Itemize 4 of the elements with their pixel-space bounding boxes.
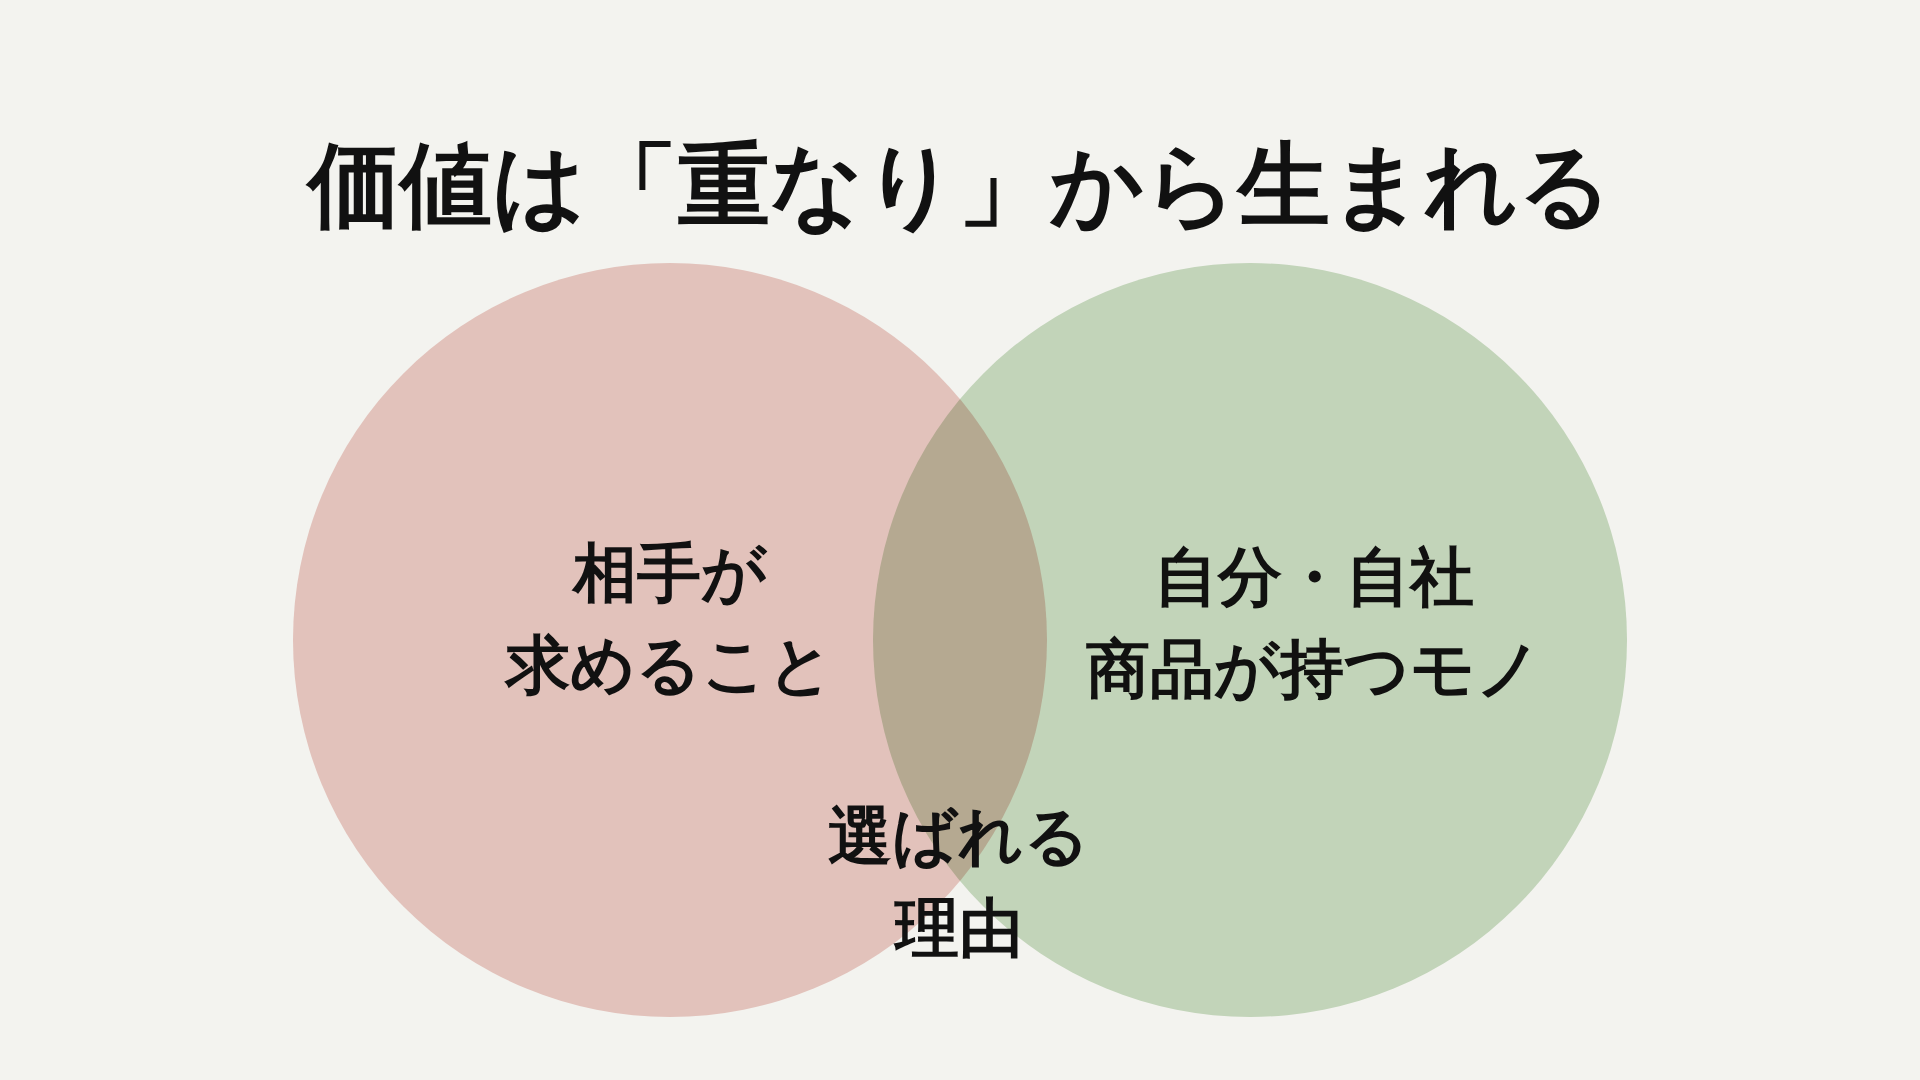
circle-label: 自分・自社商品が持つモノ bbox=[1085, 539, 1543, 708]
title: 価値は「重なり」から生まれる bbox=[305, 131, 1613, 241]
overlap-label: 選ばれる理由 bbox=[827, 798, 1091, 967]
circle-label: 相手が求めること bbox=[503, 535, 835, 704]
